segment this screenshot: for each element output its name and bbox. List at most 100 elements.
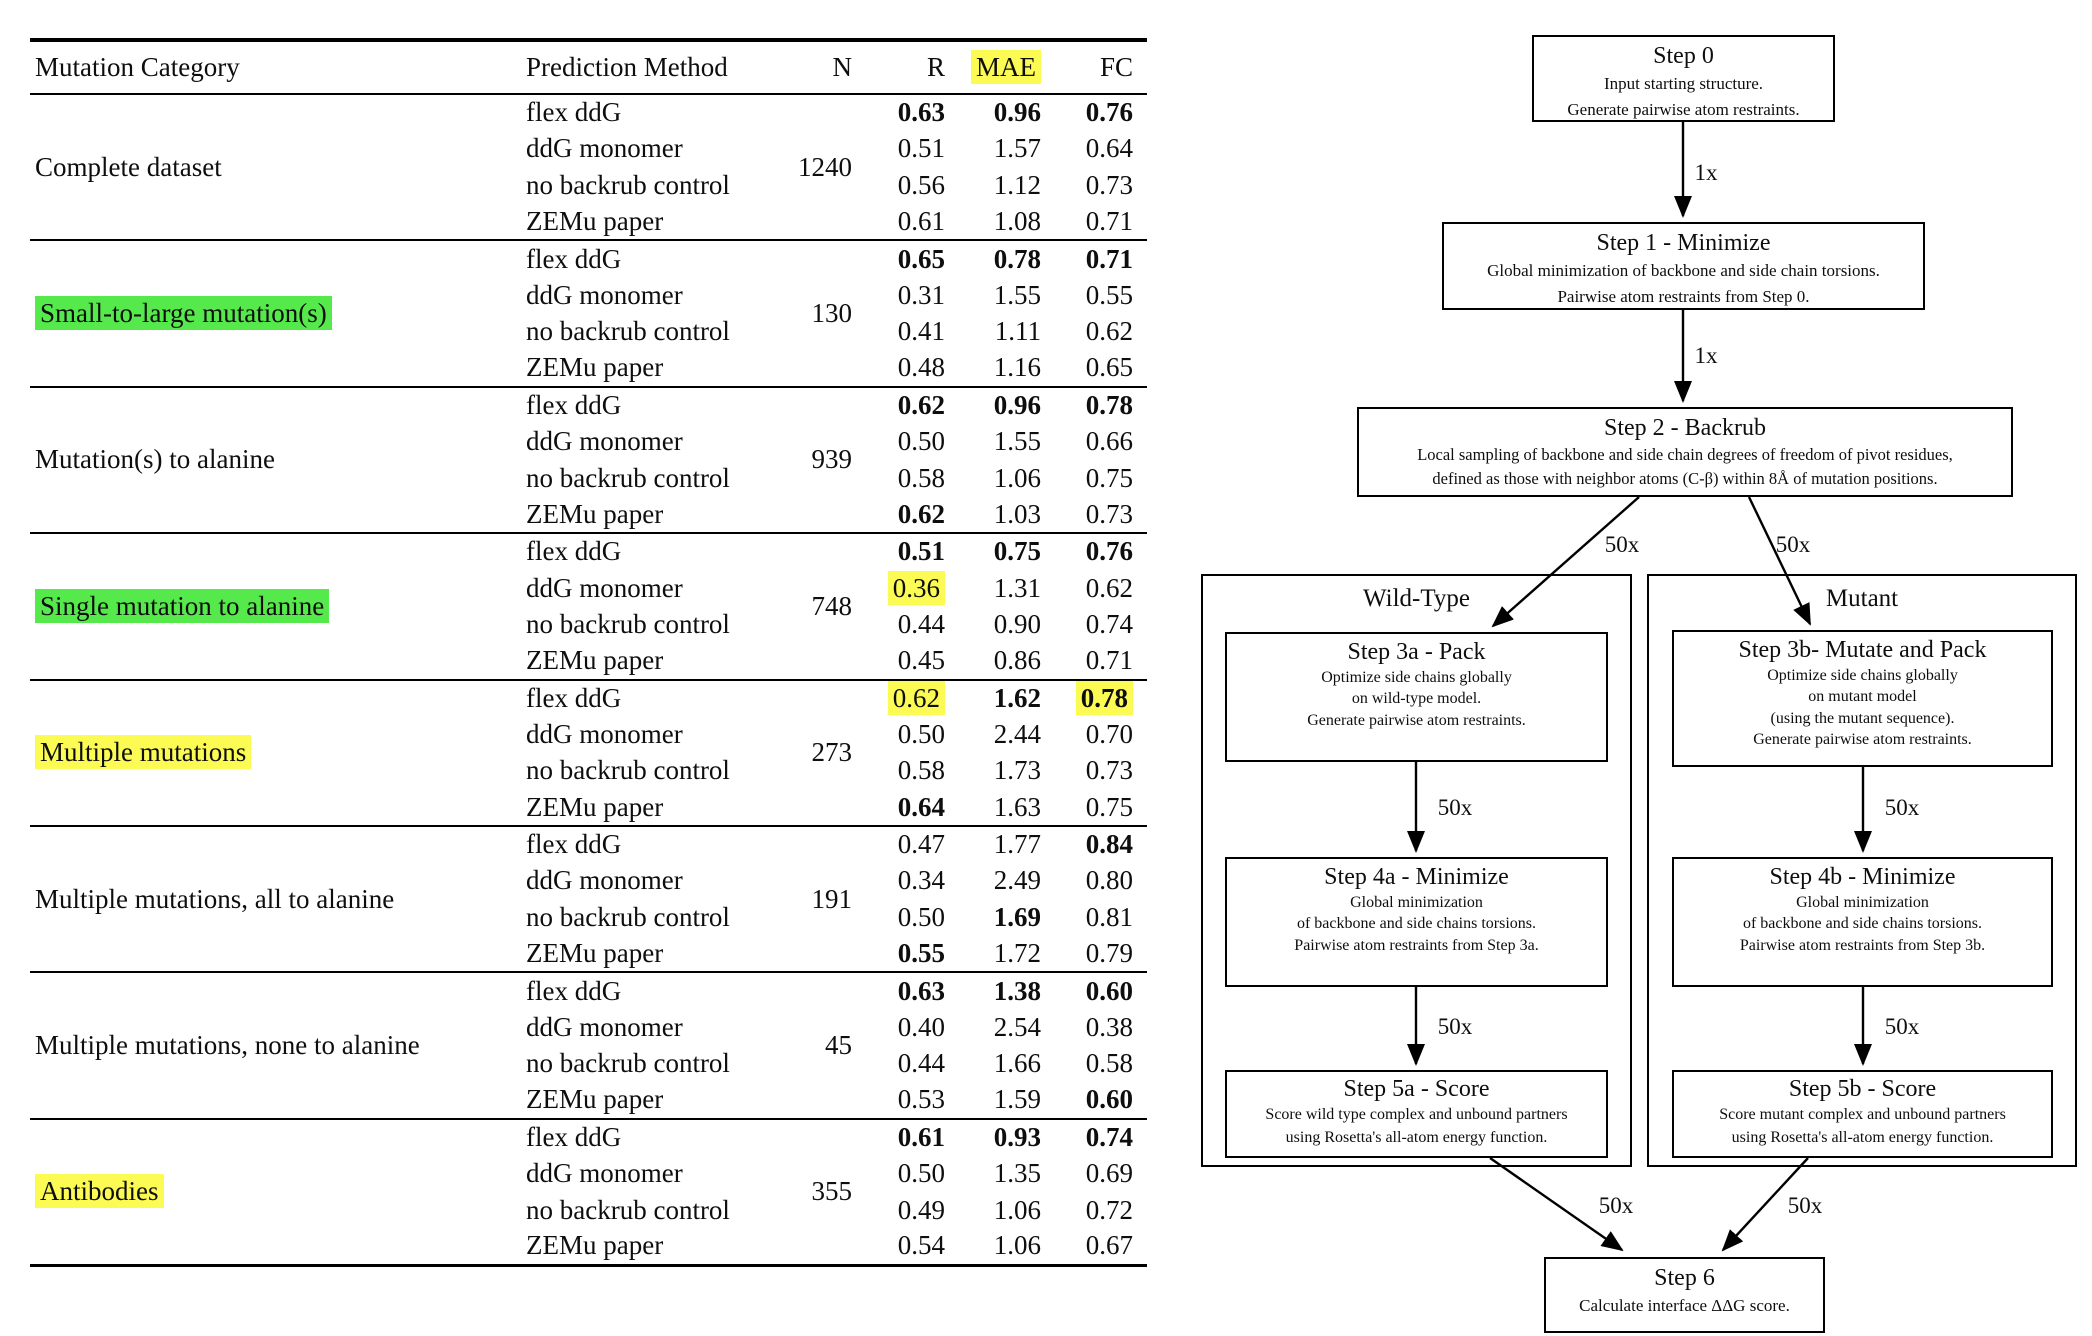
arrow-step5a-to-step6 bbox=[1489, 1157, 1624, 1252]
table-header-row: Mutation Category Prediction Method N R … bbox=[30, 40, 1147, 94]
arrow-step4b-to-step5b-label: 50x bbox=[1884, 1014, 1920, 1039]
r-cell-value: 0.58 bbox=[897, 462, 945, 493]
r-cell: 0.44 bbox=[852, 1045, 945, 1082]
fc-cell: 0.73 bbox=[1041, 753, 1147, 790]
flow-node-step6-line-1: Calculate interface ΔΔG score. bbox=[1579, 1296, 1790, 1315]
mae-cell: 1.59 bbox=[945, 1082, 1041, 1119]
method-cell: flex ddG bbox=[526, 390, 622, 421]
fc-cell: 0.81 bbox=[1041, 899, 1147, 936]
r-cell: 0.61 bbox=[852, 204, 945, 241]
fc-cell: 0.84 bbox=[1041, 826, 1147, 863]
r-cell: 0.50 bbox=[852, 423, 945, 460]
fc-cell: 0.75 bbox=[1041, 460, 1147, 497]
r-cell: 0.51 bbox=[852, 533, 945, 570]
flow-node-step4a-line-3: Pairwise atom restraints from Step 3a. bbox=[1294, 936, 1539, 954]
fc-cell: 0.60 bbox=[1041, 972, 1147, 1009]
mae-cell: 1.08 bbox=[945, 204, 1041, 241]
r-cell: 0.64 bbox=[852, 789, 945, 826]
r-cell: 0.44 bbox=[852, 606, 945, 643]
flow-node-step4a-title: Step 4a - Minimize bbox=[1324, 864, 1509, 890]
arrow-step3a-to-step4a-label: 50x bbox=[1437, 795, 1473, 820]
method-cell: ddG monomer bbox=[526, 279, 683, 310]
r-cell: 0.31 bbox=[852, 277, 945, 314]
method-cell: flex ddG bbox=[526, 97, 622, 128]
fc-cell: 0.73 bbox=[1041, 497, 1147, 534]
mae-cell: 0.93 bbox=[945, 1119, 1041, 1156]
method-cell: no backrub control bbox=[526, 609, 730, 640]
mae-cell-value: 1.31 bbox=[993, 572, 1041, 603]
category-label: Multiple mutations, none to alanine bbox=[35, 1029, 420, 1060]
mae-cell-value: 1.77 bbox=[993, 829, 1041, 860]
category-cell: Multiple mutations, none to alanine bbox=[30, 972, 520, 1118]
mae-cell: 1.63 bbox=[945, 789, 1041, 826]
method-cell: ddG monomer bbox=[526, 1011, 683, 1042]
mae-cell-value: 0.96 bbox=[993, 390, 1041, 421]
r-cell-value: 0.58 bbox=[897, 755, 945, 786]
fc-cell: 0.70 bbox=[1041, 716, 1147, 753]
category-label: Mutation(s) to alanine bbox=[35, 444, 275, 475]
category-cell: Single mutation to alanine bbox=[30, 533, 520, 679]
method-cell: ZEMu paper bbox=[526, 937, 664, 968]
r-cell: 0.53 bbox=[852, 1082, 945, 1119]
flow-arrows-layer bbox=[1407, 122, 1872, 1252]
mae-cell-value: 1.55 bbox=[993, 426, 1041, 457]
r-cell-value: 0.45 bbox=[897, 645, 945, 676]
fc-cell-value: 0.78 bbox=[1075, 680, 1133, 715]
category-label: Antibodies bbox=[35, 1174, 164, 1209]
fc-cell-value: 0.69 bbox=[1085, 1158, 1133, 1189]
fc-cell-value: 0.70 bbox=[1085, 718, 1133, 749]
method-cell: flex ddG bbox=[526, 536, 622, 567]
fc-cell: 0.75 bbox=[1041, 789, 1147, 826]
mae-cell-value: 0.75 bbox=[993, 536, 1041, 567]
r-cell-value: 0.62 bbox=[897, 390, 945, 421]
fc-cell-value: 0.73 bbox=[1085, 169, 1133, 200]
fc-cell: 0.71 bbox=[1041, 240, 1147, 277]
r-cell-value: 0.61 bbox=[897, 1121, 945, 1152]
r-cell-value: 0.64 bbox=[897, 791, 945, 822]
mae-cell-value: 1.69 bbox=[993, 901, 1041, 932]
flow-node-step3b-line-3: (using the mutant sequence). bbox=[1770, 709, 1955, 727]
flow-node-step4b-line-3: Pairwise atom restraints from Step 3b. bbox=[1739, 936, 1986, 954]
mae-cell: 1.57 bbox=[945, 131, 1041, 168]
flow-node-step2-title: Step 2 - Backrub bbox=[1604, 415, 1766, 441]
mae-cell: 2.54 bbox=[945, 1009, 1041, 1046]
mae-cell: 0.78 bbox=[945, 240, 1041, 277]
mae-cell-value: 1.06 bbox=[993, 1230, 1041, 1261]
flow-node-step5b-title: Step 5b - Score bbox=[1788, 1076, 1937, 1102]
mae-cell: 1.38 bbox=[945, 972, 1041, 1009]
mae-cell: 1.31 bbox=[945, 570, 1041, 607]
flow-node-step1-line-2: Pairwise atom restraints from Step 0. bbox=[1557, 286, 1810, 306]
fc-cell-value: 0.71 bbox=[1085, 243, 1133, 274]
r-cell: 0.65 bbox=[852, 240, 945, 277]
mae-cell-value: 1.72 bbox=[993, 937, 1041, 968]
mae-cell-value: 0.78 bbox=[993, 243, 1041, 274]
mae-cell-value: 2.54 bbox=[993, 1011, 1041, 1042]
method-cell: no backrub control bbox=[526, 169, 730, 200]
fc-cell-value: 0.71 bbox=[1085, 206, 1133, 237]
mae-cell: 1.77 bbox=[945, 826, 1041, 863]
mae-cell: 1.62 bbox=[945, 680, 1041, 717]
r-cell: 0.58 bbox=[852, 460, 945, 497]
fc-cell: 0.74 bbox=[1041, 1119, 1147, 1156]
r-cell: 0.54 bbox=[852, 1228, 945, 1265]
flow-node-step3a-line-1: Optimize side chains globally bbox=[1321, 669, 1512, 686]
r-cell-value: 0.55 bbox=[897, 937, 945, 968]
r-cell-value: 0.56 bbox=[897, 169, 945, 200]
fc-cell: 0.62 bbox=[1041, 570, 1147, 607]
mae-cell-value: 1.03 bbox=[993, 498, 1041, 529]
r-cell-value: 0.63 bbox=[897, 97, 945, 128]
mae-cell: 2.49 bbox=[945, 862, 1041, 899]
flow-node-step2-line-2: defined as those with neighbor atoms (C-… bbox=[1432, 468, 1938, 488]
mae-cell-value: 1.55 bbox=[993, 279, 1041, 310]
r-cell: 0.34 bbox=[852, 862, 945, 899]
category-label: Small-to-large mutation(s) bbox=[35, 296, 332, 331]
mae-cell-value: 0.93 bbox=[993, 1121, 1041, 1152]
